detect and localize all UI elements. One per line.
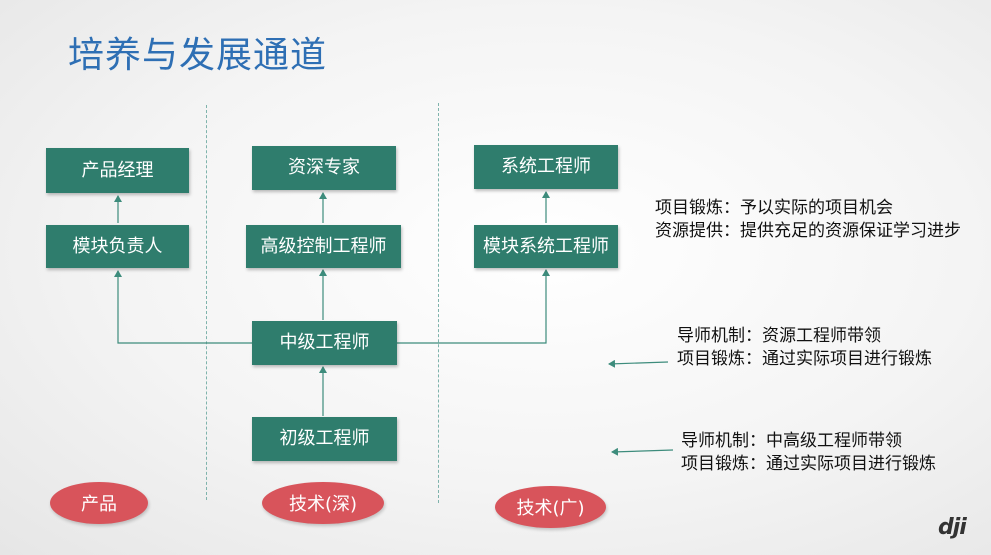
- track-tech-broad: 技术(广): [495, 486, 606, 528]
- box-mid-engineer: 中级工程师: [252, 321, 397, 365]
- box-product-manager: 产品经理: [46, 148, 189, 193]
- pointer-mid-note: [608, 359, 669, 368]
- note-bottom-line1: 导师机制：中高级工程师带领: [681, 431, 902, 451]
- note-top-line1: 项目锻炼：予以实际的项目机会: [655, 198, 893, 218]
- column-divider-left: [206, 105, 207, 500]
- note-bottom-line2: 项目锻炼：通过实际项目进行锻炼: [681, 454, 936, 474]
- dji-logo: dji: [938, 515, 967, 540]
- note-mid: 导师机制：资源工程师带领 项目锻炼：通过实际项目进行锻炼: [677, 325, 932, 371]
- note-mid-line2: 项目锻炼：通过实际项目进行锻炼: [677, 349, 932, 369]
- pointer-bottom-note: [611, 447, 674, 456]
- arrow-mid-to-module-system: [397, 269, 550, 344]
- box-senior-control-engineer: 高级控制工程师: [246, 225, 401, 268]
- page-title: 培养与发展通道: [68, 35, 328, 76]
- track-product: 产品: [50, 482, 148, 524]
- track-tech-deep: 技术(深): [262, 482, 384, 524]
- box-system-engineer: 系统工程师: [474, 145, 618, 189]
- box-module-system-engineer: 模块系统工程师: [474, 225, 618, 268]
- box-junior-engineer: 初级工程师: [252, 417, 397, 461]
- note-top-line2: 资源提供：提供充足的资源保证学习进步: [655, 221, 961, 241]
- note-bottom: 导师机制：中高级工程师带领 项目锻炼：通过实际项目进行锻炼: [681, 430, 936, 476]
- arrow-mid-to-module-lead: [114, 270, 252, 344]
- box-module-lead: 模块负责人: [46, 225, 189, 268]
- box-senior-expert: 资深专家: [252, 146, 396, 190]
- note-mid-line1: 导师机制：资源工程师带领: [677, 326, 881, 346]
- note-top: 项目锻炼：予以实际的项目机会 资源提供：提供充足的资源保证学习进步: [655, 197, 961, 243]
- column-divider-right: [438, 103, 439, 503]
